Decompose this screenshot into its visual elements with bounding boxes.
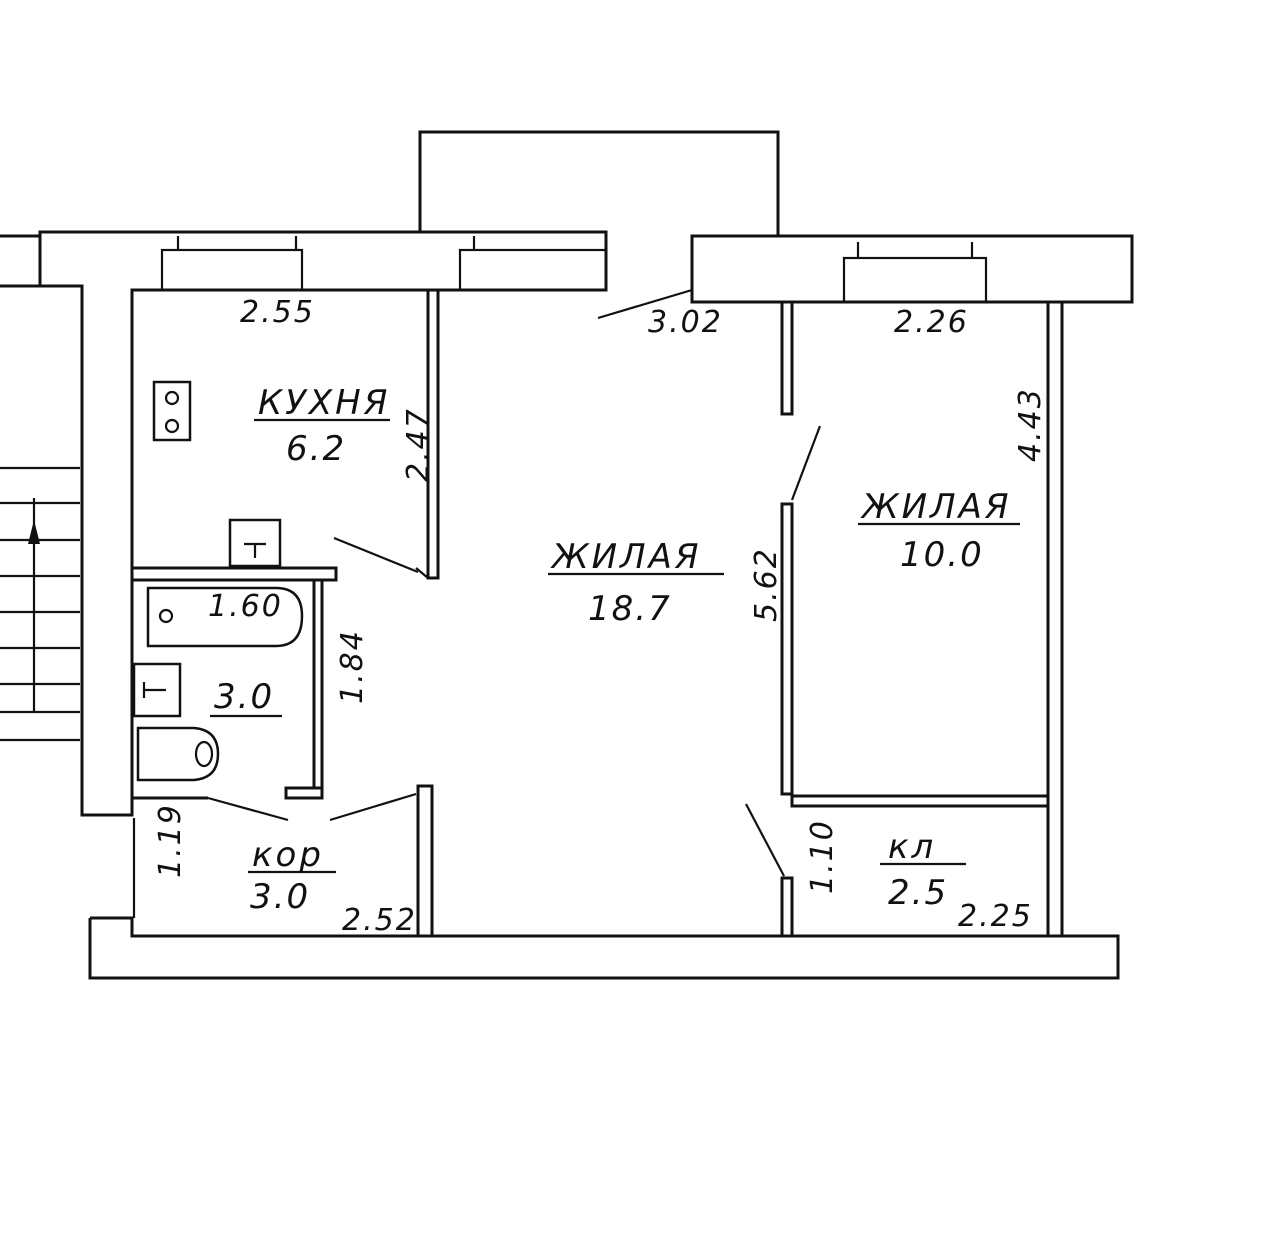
room-area: 6.2 (286, 429, 346, 469)
room-living-main: ЖИЛАЯ 18.7 3.02 5.62 (548, 305, 784, 629)
room-storage: кл 2.5 2.25 1.10 (805, 819, 1033, 934)
room-depth: 4.43 (1013, 387, 1048, 462)
room-name: ЖИЛАЯ (550, 537, 702, 577)
room-depth: 1.84 (335, 629, 370, 704)
room-area: 3.0 (214, 677, 274, 717)
room-name: ЖИЛАЯ (860, 487, 1012, 527)
fixtures (132, 380, 304, 782)
arrow-up-icon (28, 520, 40, 544)
room-depth: 2.47 (401, 407, 436, 482)
room-width: 3.02 (648, 305, 723, 340)
room-width: 2.25 (958, 899, 1033, 934)
bathtub-icon (146, 586, 304, 648)
toilet-icon (136, 726, 220, 782)
room-corridor: кор 3.0 2.52 1.19 (153, 803, 417, 938)
room-name: КУХНЯ (258, 383, 390, 423)
room-bathroom: 3.0 1.60 1.84 (208, 589, 370, 718)
room-area: 2.5 (888, 873, 948, 913)
room-living-small: ЖИЛАЯ 10.0 2.26 4.43 (858, 305, 1048, 575)
stair-steps (0, 501, 80, 714)
room-area: 10.0 (900, 535, 984, 575)
room-width: 2.55 (240, 295, 315, 330)
room-width: 2.52 (342, 903, 417, 938)
room-width: 2.26 (894, 305, 969, 340)
walls (38, 130, 1134, 980)
room-depth: 1.10 (805, 819, 840, 894)
room-name: кор (252, 835, 324, 875)
room-name: кл (888, 827, 936, 867)
room-width: 1.60 (208, 589, 283, 624)
staircase (0, 234, 80, 742)
room-kitchen: КУХНЯ 6.2 2.55 2.47 (240, 295, 436, 482)
room-depth: 5.62 (749, 547, 784, 622)
room-depth: 1.19 (153, 803, 188, 878)
room-area: 18.7 (588, 589, 672, 629)
room-area: 3.0 (250, 877, 310, 917)
